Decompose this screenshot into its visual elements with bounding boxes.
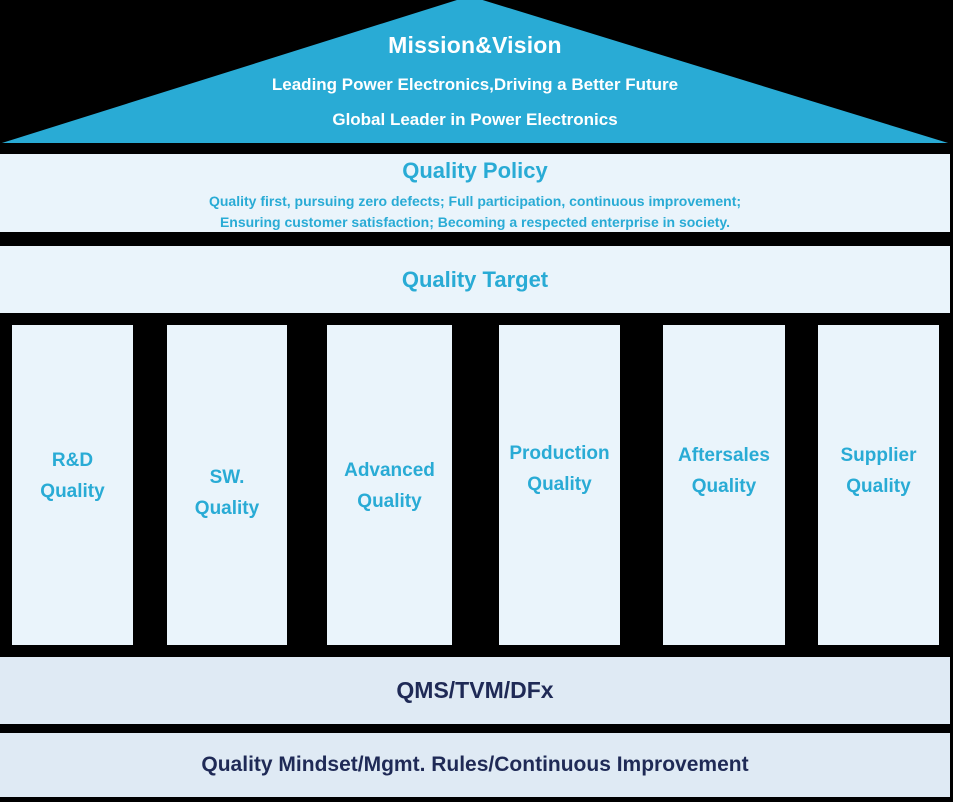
pillar-line-1: Advanced: [344, 460, 435, 481]
pillar-line-2: Quality: [194, 498, 260, 519]
pillar-line-1: SW.: [209, 467, 245, 488]
qms-band: QMS/TVM/DFx: [0, 657, 950, 724]
quality-target-title: Quality Target: [401, 266, 549, 292]
mission-vision-roof: Mission&Vision Leading Power Electronics…: [1, 0, 949, 143]
quality-policy-line-2: Ensuring customer satisfaction; Becoming…: [219, 214, 731, 230]
pillar-line-2: Quality: [357, 491, 422, 512]
pillar-line-1: Aftersales: [678, 445, 770, 466]
foundation-title: Quality Mindset/Mgmt. Rules/Continuous I…: [201, 753, 749, 776]
quality-target-band: Quality Target: [0, 246, 950, 313]
pillar-label: R&D Quality: [40, 445, 104, 507]
pillar-line-2: Quality: [527, 474, 592, 495]
pillar-line-2: Quality: [846, 476, 911, 497]
pillar-sw-quality: SW. Quality: [167, 325, 287, 645]
pillar-rd-quality: R&D Quality: [12, 325, 133, 645]
vision-statement: Global Leader in Power Electronics: [332, 110, 618, 129]
pillar-aftersales-quality: Aftersales Quality: [663, 325, 785, 645]
mission-statement: Leading Power Electronics,Driving a Bett…: [271, 75, 679, 94]
pillar-label: SW. Quality: [195, 462, 259, 524]
pillar-line-2: Quality: [40, 481, 105, 502]
qms-title: QMS/TVM/DFx: [396, 677, 554, 703]
pillar-production-quality: Production Quality: [499, 325, 620, 645]
pillar-line-1: Production: [509, 443, 610, 464]
pillar-label: Aftersales Quality: [678, 440, 770, 502]
pillar-line-1: Supplier: [840, 445, 917, 466]
quality-policy-text: Quality first, pursuing zero defects; Fu…: [0, 191, 950, 233]
pillar-label: Supplier Quality: [840, 440, 916, 502]
pillar-advanced-quality: Advanced Quality: [327, 325, 452, 645]
quality-policy-band: Quality Policy Quality first, pursuing z…: [0, 154, 950, 232]
pillar-label: Production Quality: [509, 438, 609, 500]
foundation-band: Quality Mindset/Mgmt. Rules/Continuous I…: [0, 733, 950, 797]
quality-pillars: R&D Quality SW. Quality Advanced Quality…: [0, 325, 950, 645]
quality-policy-title: Quality Policy: [402, 158, 548, 183]
mission-vision-title: Mission&Vision: [388, 32, 562, 58]
pillar-label: Advanced Quality: [344, 455, 435, 517]
pillar-supplier-quality: Supplier Quality: [818, 325, 939, 645]
quality-policy-line-1: Quality first, pursuing zero defects; Fu…: [208, 193, 742, 209]
pillar-line-1: R&D: [51, 450, 94, 471]
pillar-line-2: Quality: [691, 476, 757, 497]
